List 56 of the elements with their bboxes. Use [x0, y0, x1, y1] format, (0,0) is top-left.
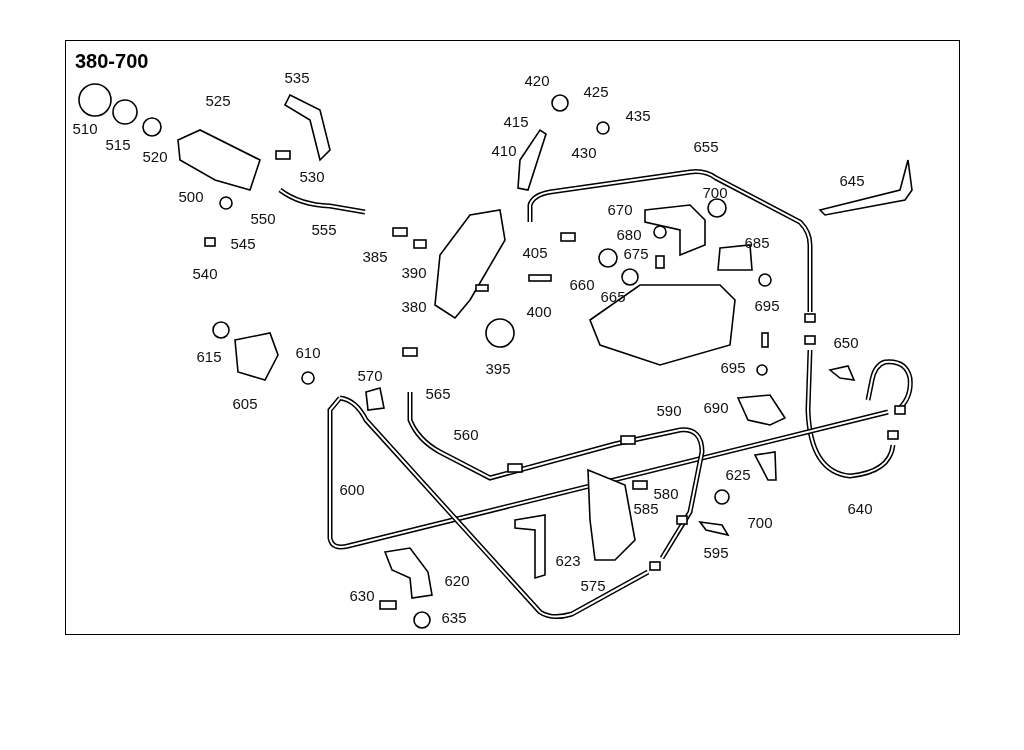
callout-number: 425 [583, 83, 609, 99]
callout-number: 620 [444, 572, 470, 588]
callout-number: 545 [230, 235, 256, 251]
callout-number: 595 [703, 544, 729, 560]
callout-number: 555 [311, 221, 337, 237]
callout-number: 570 [357, 367, 383, 383]
callout-number: 690 [703, 399, 729, 415]
callout-number: 625 [725, 466, 751, 482]
callout-number: 410 [491, 142, 517, 158]
callout-number: 530 [299, 168, 325, 184]
callout-number: 610 [295, 344, 321, 360]
callout-number: 420 [524, 72, 550, 88]
callout-number: 430 [571, 144, 597, 160]
callout-number: 665 [600, 288, 626, 304]
callout-number: 380 [401, 298, 427, 314]
callout-number: 535 [284, 69, 310, 85]
callout-number: 560 [453, 426, 479, 442]
callout-number: 435 [625, 107, 651, 123]
callout-number: 645 [839, 172, 865, 188]
callout-number: 640 [847, 500, 873, 516]
callout-number: 670 [607, 201, 633, 217]
callout-number: 623 [555, 552, 581, 568]
callout-number: 615 [196, 348, 222, 364]
callout-number: 520 [142, 148, 168, 164]
callout-number: 585 [633, 500, 659, 516]
callout-number: 575 [580, 577, 606, 593]
callout-number: 655 [693, 138, 719, 154]
callout-number: 675 [623, 245, 649, 261]
callout-number: 525 [205, 92, 231, 108]
callout-number: 605 [232, 395, 258, 411]
callout-number: 635 [441, 609, 467, 625]
callout-number: 590 [656, 402, 682, 418]
callout-number: 565 [425, 385, 451, 401]
callout-number: 405 [522, 244, 548, 260]
callout-number: 500 [178, 188, 204, 204]
callout-number: 630 [349, 587, 375, 603]
callout-number: 680 [616, 226, 642, 242]
callout-number: 700 [702, 184, 728, 200]
callout-number: 695 [720, 359, 746, 375]
callout-number: 600 [339, 481, 365, 497]
callout-number: 685 [744, 234, 770, 250]
callout-number: 515 [105, 136, 131, 152]
callout-number: 650 [833, 334, 859, 350]
callout-number: 385 [362, 248, 388, 264]
callout-number: 540 [192, 265, 218, 281]
callout-number: 415 [503, 113, 529, 129]
callout-number: 395 [485, 360, 511, 376]
callout-number: 400 [526, 303, 552, 319]
callout-number: 700 [747, 514, 773, 530]
callout-number: 550 [250, 210, 276, 226]
diagram-title: 380-700 [75, 50, 149, 73]
callout-number: 390 [401, 264, 427, 280]
callout-number: 510 [72, 120, 98, 136]
callout-number: 695 [754, 297, 780, 313]
callout-number: 580 [653, 485, 679, 501]
callout-number: 660 [569, 276, 595, 292]
